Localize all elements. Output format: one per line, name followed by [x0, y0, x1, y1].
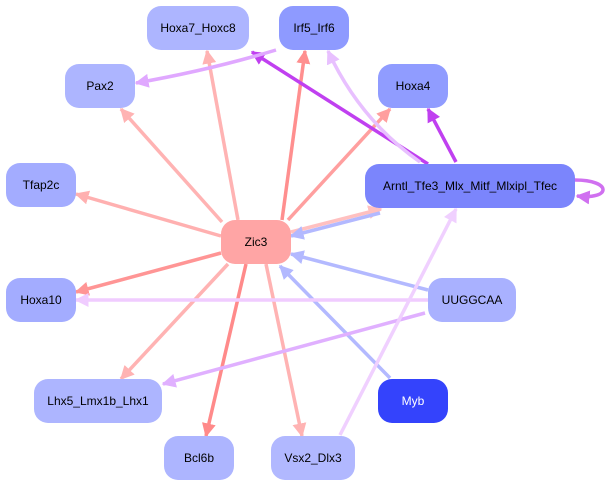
node-box [164, 436, 234, 480]
node-box [6, 278, 76, 322]
edge-uuggcaa-to-zic3 [289, 250, 429, 292]
node-tfap2c[interactable]: Tfap2c [6, 163, 76, 207]
node-vsx2_dlx3[interactable]: Vsx2_Dlx3 [271, 436, 355, 480]
node-box [428, 278, 516, 322]
edge-zic3-to-pax2 [119, 107, 224, 224]
node-label: Tfap2c [23, 178, 60, 192]
node-box [34, 379, 162, 423]
edge-zic3-to-hoxa10 [74, 251, 222, 296]
node-lhx5_lmx1b_lhx1[interactable]: Lhx5_Lmx1b_Lhx1 [34, 379, 162, 423]
node-box [147, 6, 249, 50]
node-label: UUGGCAA [442, 293, 503, 307]
node-label: Bcl6b [184, 451, 214, 465]
node-irf5_irf6[interactable]: Irf5_Irf6 [279, 6, 349, 50]
edge-irf5_irf6-to-pax2 [134, 48, 277, 88]
node-box [65, 64, 135, 108]
edge-arntl_tfe3_mlx_mitf_mlxipl_tfec-to-zic3 [289, 211, 381, 240]
edge-zic3-to-arntl_tfe3_mlx_mitf_mlxipl_tfec [290, 205, 383, 234]
node-label: Hoxa10 [20, 293, 62, 307]
node-label: Irf5_Irf6 [293, 21, 335, 35]
node-label: Hoxa7_Hoxc8 [160, 21, 236, 35]
node-box [271, 436, 355, 480]
edge-zic3-to-tfap2c [74, 190, 222, 238]
edge-zic3-to-bcl6b [202, 263, 248, 438]
node-zic3[interactable]: Zic3 [221, 220, 291, 264]
edge-zic3-to-hoxa7_hoxc8 [202, 49, 240, 221]
edge-myb-to-zic3 [278, 264, 392, 380]
node-arntl_tfe3_mlx_mitf_mlxipl_tfec[interactable]: Arntl_Tfe3_Mlx_Mitf_Mlxipl_Tfec [365, 164, 575, 208]
edge-arntl_tfe3_mlx_mitf_mlxipl_tfec-to-irf5_irf6 [326, 49, 422, 164]
node-myb[interactable]: Myb [378, 379, 448, 423]
edge-zic3-to-lhx5_lmx1b_lhx1 [119, 262, 230, 381]
node-bcl6b[interactable]: Bcl6b [164, 436, 234, 480]
node-label: Lhx5_Lmx1b_Lhx1 [47, 394, 149, 408]
node-box [365, 164, 575, 208]
node-hoxa7_hoxc8[interactable]: Hoxa7_Hoxc8 [147, 6, 249, 50]
edge-arntl_tfe3_mlx_mitf_mlxipl_tfec-to-arntl_tfe3_mlx_mitf_mlxipl_tfec [574, 178, 605, 205]
node-pax2[interactable]: Pax2 [65, 64, 135, 108]
node-box [378, 379, 448, 423]
node-uuggcaa[interactable]: UUGGCAA [428, 278, 516, 322]
node-box [221, 220, 291, 264]
node-label: Pax2 [86, 79, 114, 93]
edge-vsx2_dlx3-to-arntl_tfe3_mlx_mitf_mlxipl_tfec [338, 207, 458, 436]
node-hoxa10[interactable]: Hoxa10 [6, 278, 76, 322]
node-hoxa4[interactable]: Hoxa4 [378, 64, 448, 108]
node-label: Hoxa4 [396, 79, 431, 93]
node-label: Arntl_Tfe3_Mlx_Mitf_Mlxipl_Tfec [383, 179, 557, 193]
edge-zic3-to-irf5_irf6 [280, 49, 311, 221]
node-box [6, 163, 76, 207]
node-label: Zic3 [245, 235, 268, 249]
edge-arntl_tfe3_mlx_mitf_mlxipl_tfec-to-hoxa4 [426, 107, 458, 163]
node-box [279, 6, 349, 50]
edges-layer [74, 48, 605, 438]
node-box [378, 64, 448, 108]
node-label: Vsx2_Dlx3 [284, 451, 342, 465]
edge-uuggcaa-to-lhx5_lmx1b_lhx1 [161, 311, 426, 388]
node-label: Myb [402, 394, 425, 408]
